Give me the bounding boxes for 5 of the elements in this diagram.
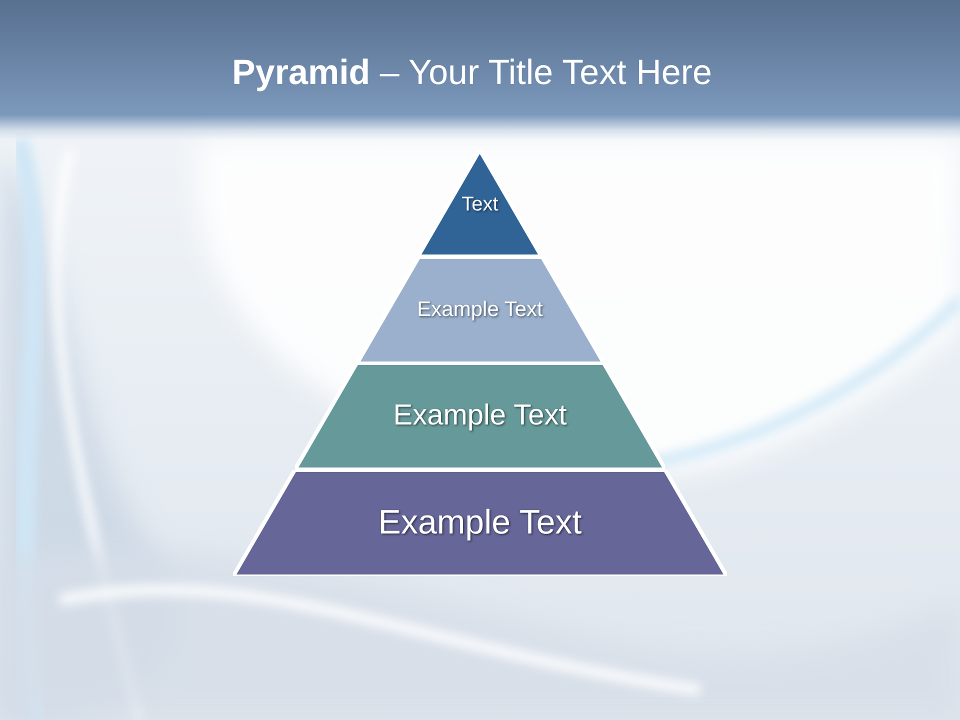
tier-label: Example Text [378,503,582,542]
tier-label: Example Text [417,298,543,322]
tier-label: Example Text [393,400,567,433]
tier-label: Text [462,194,498,217]
slide-title: Pyramid – Your Title Text Here [231,52,713,94]
